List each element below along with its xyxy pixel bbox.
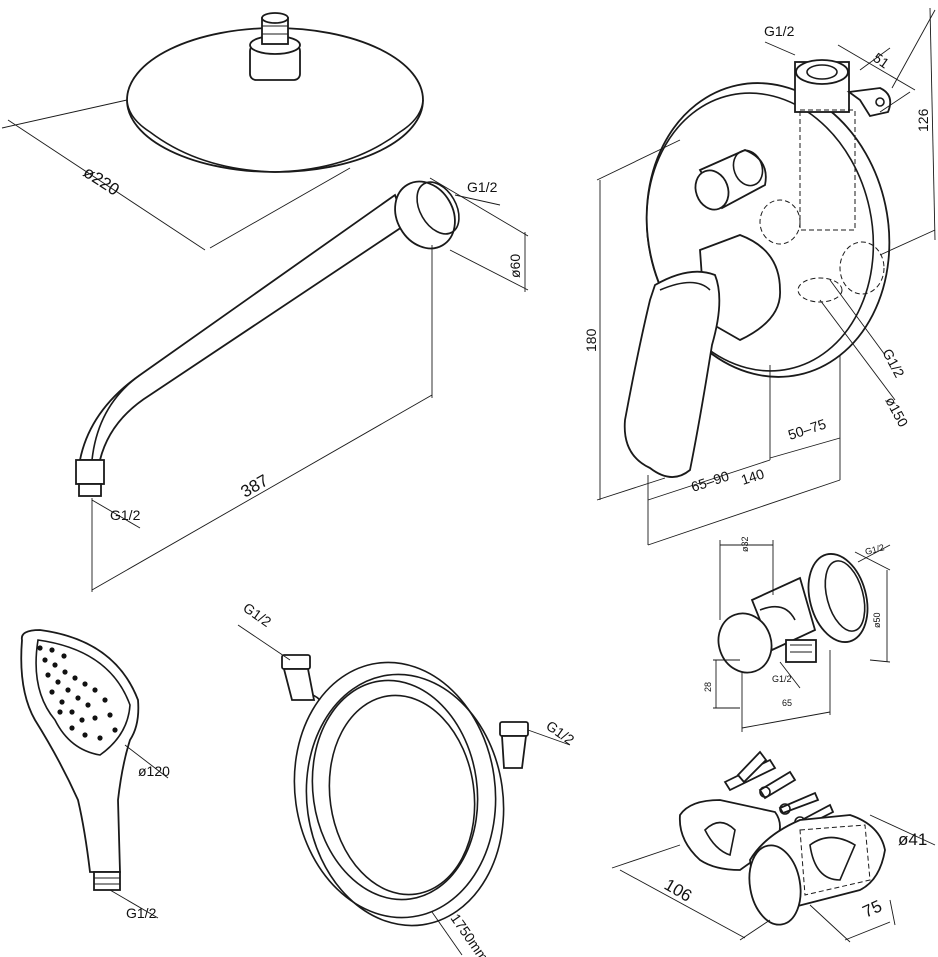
mixer-thread-side-label: G1/2: [879, 346, 907, 380]
hand-shower-thread-label: G1/2: [126, 905, 157, 921]
arm-thread-bottom-label: G1/2: [110, 507, 141, 523]
mixer-height-label: 180: [583, 328, 599, 352]
shower-arm: [75, 180, 460, 497]
shower-hose: [281, 654, 529, 927]
hose-dimensions: G1/2 G1/2 1750mm: [237, 599, 577, 957]
outlet-length-label: 65: [782, 698, 792, 708]
wall-outlet-dimensions: ø32 G1/2 ø50 28 G1/2 65: [703, 536, 891, 732]
hose-thread-left-label: G1/2: [240, 599, 274, 630]
concealed-mixer: [623, 59, 892, 478]
rain-shower-diameter-label: ø220: [80, 162, 123, 199]
outlet-dia-large-label: ø50: [872, 612, 882, 628]
outlet-thread-bottom-label: G1/2: [772, 674, 792, 684]
mixer-width-label: 140: [739, 465, 766, 488]
mixer-dimensions: G1/2 51 126 180 G1/2 ø150 50–75 65–90 14…: [583, 7, 936, 546]
hand-shower-nozzles: [37, 645, 118, 741]
mixer-depth-label: 51: [870, 49, 892, 71]
hand-shower: [20, 629, 140, 891]
mixer-box-height-label: 126: [915, 108, 931, 132]
mixer-range-a-label: 50–75: [786, 416, 828, 443]
mixer-plate-diameter-label: ø150: [882, 394, 911, 430]
rain-shower-head: [126, 12, 424, 173]
hose-length-label: 1750mm: [448, 911, 492, 957]
holder-depth-label: 75: [860, 896, 885, 921]
wall-holder: [678, 750, 886, 926]
hose-thread-right-label: G1/2: [543, 717, 577, 748]
outlet-height-label: 28: [703, 682, 713, 692]
mixer-thread-top-label: G1/2: [764, 23, 795, 39]
diverter-knob: [694, 149, 767, 211]
arm-flange-label: ø60: [507, 254, 523, 278]
hand-shower-diameter-label: ø120: [138, 763, 170, 779]
mixer-lever: [623, 234, 781, 478]
holder-diameter-label: ø41: [898, 830, 927, 849]
outlet-thread-label: G1/2: [864, 542, 885, 557]
mixer-range-b-label: 65–90: [689, 468, 731, 495]
holder-length-label: 106: [661, 875, 695, 906]
outlet-dia-small-label: ø32: [740, 536, 750, 552]
hand-shower-dimensions: ø120 G1/2: [109, 744, 170, 921]
arm-thread-top-label: G1/2: [467, 179, 498, 195]
wall-outlet: [717, 553, 869, 674]
arm-length-label: 387: [238, 471, 272, 502]
